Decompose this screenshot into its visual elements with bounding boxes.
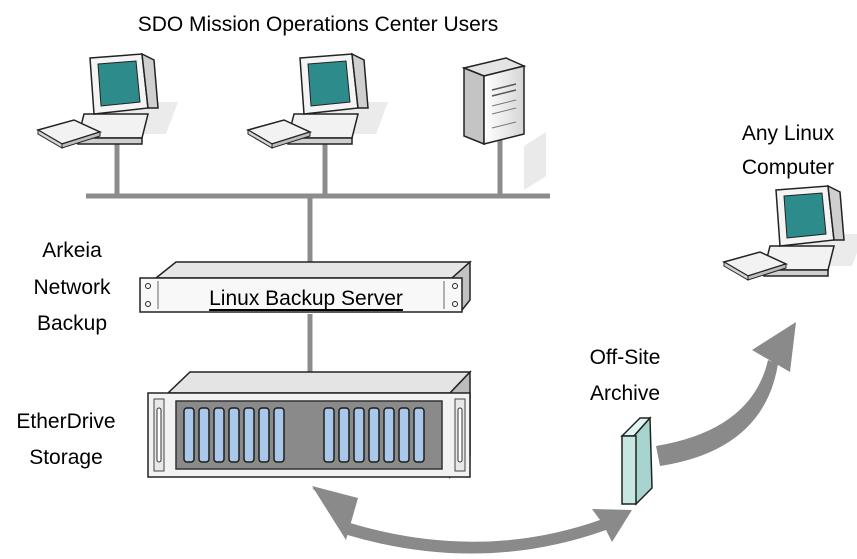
storage-label-line1: EtherDrive [16, 410, 116, 433]
user-workstation-1-icon [36, 52, 178, 149]
user-tower-server-icon [461, 57, 546, 190]
backup-software-label-line1: Arkeia [42, 239, 102, 262]
storage-label-line2: Storage [29, 446, 103, 469]
backup-software-label-line2: Network [33, 276, 111, 299]
offsite-to-remote-arrow [656, 322, 796, 466]
remote-computer-label-line1: Any Linux [741, 122, 835, 145]
user-workstation-2-icon [246, 52, 388, 149]
remote-linux-computer-icon [722, 184, 857, 281]
etherdrive-storage-icon [147, 370, 472, 479]
arrowhead-to-storage-main [312, 486, 358, 540]
linux-backup-server-icon [139, 260, 472, 313]
backup-server-label: Linux Backup Server [209, 287, 403, 310]
drive-bays [183, 407, 425, 463]
backup-software-label-line3: Backup [36, 312, 108, 335]
diagram-title: SDO Mission Operations Center Users [137, 13, 499, 36]
remote-computer-label-line2: Computer [741, 156, 835, 179]
offsite-archive-icon [620, 416, 653, 506]
archive-transfer-arrow [312, 486, 632, 554]
archive-label-line1: Off-Site [589, 346, 661, 369]
arrowhead-to-remote [752, 322, 796, 372]
archive-label-line2: Archive [589, 382, 661, 405]
network-connectors [86, 134, 550, 372]
